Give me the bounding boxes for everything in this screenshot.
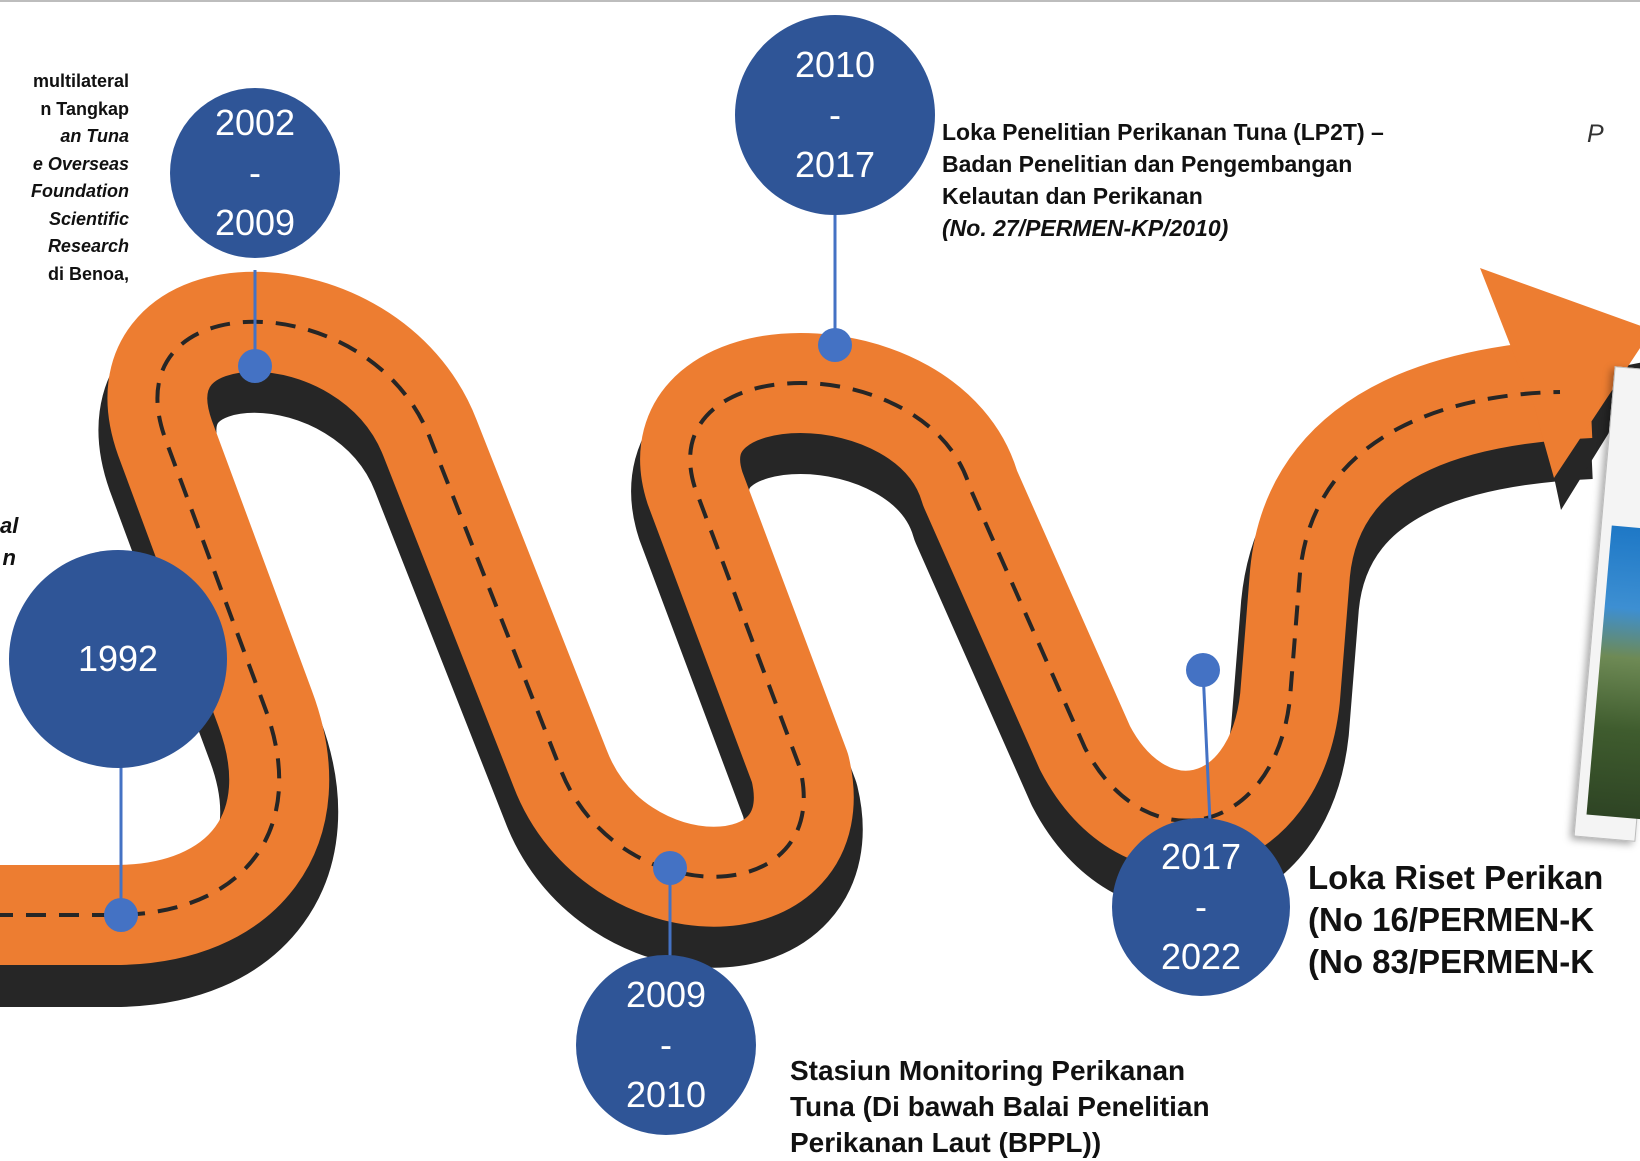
desc-2010-line: Kelautan dan Perikanan <box>942 183 1203 209</box>
description-2002: multilateral n Tangkap an Tuna e Oversea… <box>0 68 129 288</box>
year-2010-dash: - <box>829 94 841 135</box>
year-2002-dash: - <box>249 152 261 193</box>
year-circle-1992: 1992 <box>9 550 227 768</box>
desc-2017-line: (No 83/PERMEN-K <box>1308 943 1595 980</box>
year-2017-dash: - <box>1195 886 1207 927</box>
desc-2009-line: Stasiun Monitoring Perikanan <box>790 1055 1186 1086</box>
connector-2017 <box>1201 669 1212 823</box>
year-circle-2010: 2010 - 2017 <box>735 15 935 215</box>
description-1992: al n <box>0 510 19 574</box>
desc-2002-line: di Benoa, <box>47 263 129 284</box>
description-2009: Stasiun Monitoring Perikanan Tuna (Di ba… <box>790 1053 1290 1161</box>
desc-2010-line: Loka Penelitian Perikanan Tuna (LP2T) – <box>942 119 1384 145</box>
top-border <box>0 0 1640 2</box>
description-2017: Loka Riset Perikan (No 16/PERMEN-K (No 8… <box>1308 857 1640 983</box>
desc-2017-line: Loka Riset Perikan <box>1308 859 1604 896</box>
year-2002-start: 2002 <box>214 102 296 143</box>
year-circle-2009: 2009 - 2010 <box>576 955 756 1135</box>
desc-2002-line: multilateral <box>32 71 129 91</box>
desc-2002-line: an Tuna <box>60 126 129 146</box>
desc-2002-line: e Overseas <box>32 153 129 174</box>
desc-2009-line: Perikanan Laut (BPPL)) <box>790 1127 1102 1158</box>
year-2002-end: 2009 <box>214 202 296 243</box>
year-2009-start: 2009 <box>625 974 707 1015</box>
year-2009-end: 2010 <box>625 1074 707 1115</box>
desc-2002-line: Research <box>47 236 129 256</box>
year-2010-start: 2010 <box>794 44 876 85</box>
year-2009-dash: - <box>660 1024 672 1065</box>
year-circle-2017: 2017 - 2022 <box>1112 818 1290 996</box>
year-circle-2002: 2002 - 2009 <box>170 88 340 258</box>
desc-2002-line: Foundation <box>31 181 129 201</box>
desc-2010-line: Badan Penelitian dan Pengembangan <box>942 151 1353 177</box>
desc-2002-line: n Tangkap <box>40 98 129 119</box>
marker-2002 <box>238 349 272 383</box>
arrow-head <box>1480 268 1640 478</box>
marker-1992 <box>104 898 138 932</box>
edge-text: P <box>1587 120 1604 148</box>
desc-2010-regulation: (No. 27/PERMEN-KP/2010) <box>942 215 1229 241</box>
desc-2009-line: Tuna (Di bawah Balai Penelitian <box>790 1091 1210 1122</box>
marker-2010 <box>818 328 852 362</box>
marker-2017 <box>1186 653 1220 687</box>
marker-2009 <box>653 851 687 885</box>
road-center-line <box>0 319 1561 917</box>
desc-1992-line: n <box>2 545 16 570</box>
description-2010: Loka Penelitian Perikanan Tuna (LP2T) – … <box>942 116 1542 244</box>
year-2010-end: 2017 <box>794 144 876 185</box>
desc-2017-line: (No 16/PERMEN-K <box>1308 901 1595 938</box>
year-2017-start: 2017 <box>1160 836 1242 877</box>
year-2017-end: 2022 <box>1160 936 1242 977</box>
year-1992-line1: 1992 <box>77 638 159 679</box>
desc-2002-line: Scientific <box>48 208 129 229</box>
desc-1992-line: al <box>0 513 19 538</box>
